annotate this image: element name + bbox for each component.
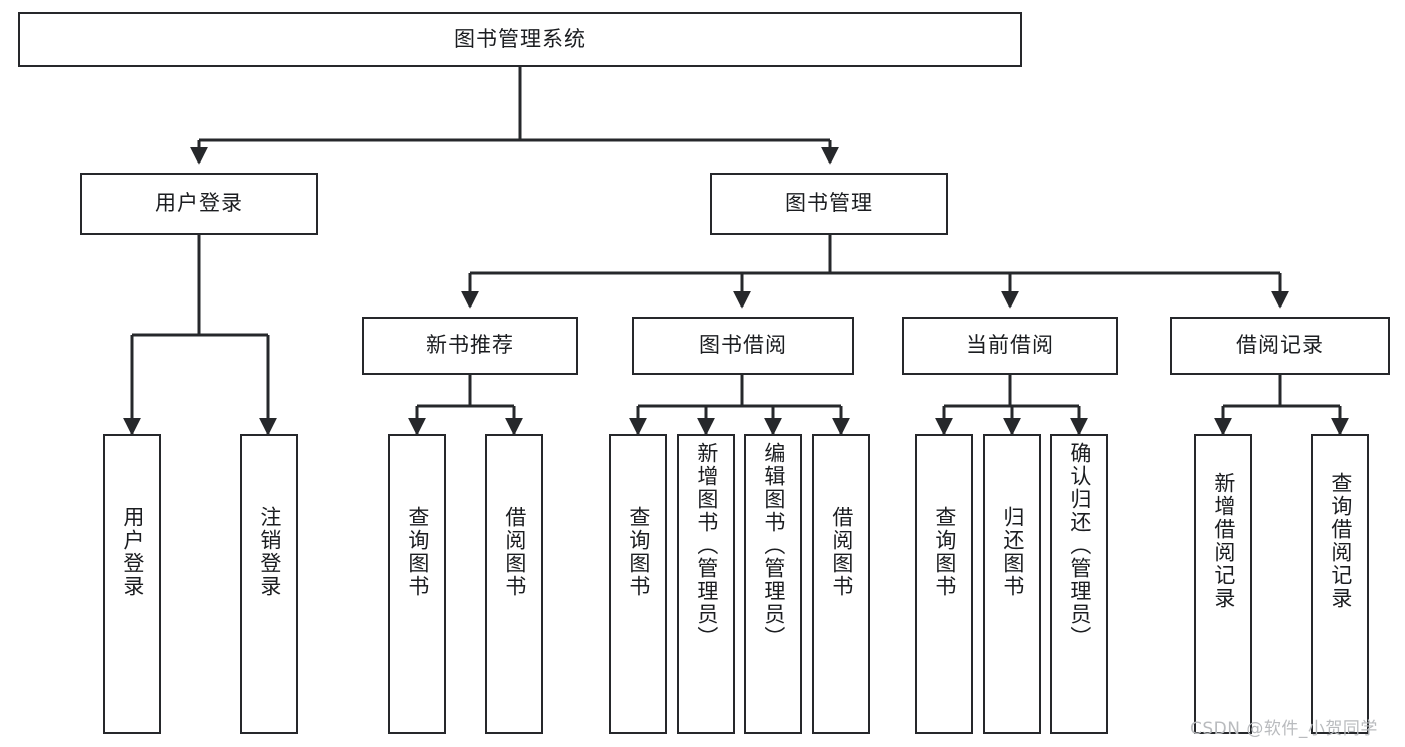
node-label: 借阅记录 <box>1236 333 1324 358</box>
node-label: 用户登录 <box>120 506 145 598</box>
node-label: 查询借阅记录 <box>1328 472 1353 610</box>
node-label: 编辑图书（管理员） <box>761 442 786 649</box>
node-label: 当前借阅 <box>966 333 1054 358</box>
node-label: 确认归还（管理员） <box>1067 442 1092 649</box>
node-label: 注销登录 <box>257 506 282 598</box>
leaf-query-book-current[interactable]: 查询图书 <box>915 434 973 734</box>
node-label: 新增图书（管理员） <box>694 442 719 649</box>
node-label: 归还图书 <box>1000 506 1025 598</box>
node-book-borrow[interactable]: 图书借阅 <box>632 317 854 375</box>
node-label: 图书管理 <box>785 191 873 216</box>
node-user-login[interactable]: 用户登录 <box>80 173 318 235</box>
node-label: 借阅图书 <box>502 506 527 598</box>
node-current-borrow[interactable]: 当前借阅 <box>902 317 1118 375</box>
leaf-query-book-recommend[interactable]: 查询图书 <box>388 434 446 734</box>
node-label: 新增借阅记录 <box>1211 472 1236 610</box>
leaf-add-book-admin[interactable]: 新增图书（管理员） <box>677 434 735 734</box>
csdn-watermark: CSDN @软件_小贺同学 <box>1190 719 1378 739</box>
leaf-query-book-borrow[interactable]: 查询图书 <box>609 434 667 734</box>
leaf-confirm-return-admin[interactable]: 确认归还（管理员） <box>1050 434 1108 734</box>
node-label: 查询图书 <box>932 506 957 598</box>
node-label: 用户登录 <box>155 191 243 216</box>
node-label: 新书推荐 <box>426 333 514 358</box>
leaf-user-login[interactable]: 用户登录 <box>103 434 161 734</box>
node-book-management[interactable]: 图书管理 <box>710 173 948 235</box>
node-label: 查询图书 <box>405 506 430 598</box>
leaf-logout[interactable]: 注销登录 <box>240 434 298 734</box>
leaf-borrow-book-recommend[interactable]: 借阅图书 <box>485 434 543 734</box>
node-label: 借阅图书 <box>829 506 854 598</box>
node-label: 查询图书 <box>626 506 651 598</box>
leaf-borrow-book[interactable]: 借阅图书 <box>812 434 870 734</box>
leaf-query-borrow-record[interactable]: 查询借阅记录 <box>1311 434 1369 734</box>
leaf-edit-book-admin[interactable]: 编辑图书（管理员） <box>744 434 802 734</box>
node-borrow-record[interactable]: 借阅记录 <box>1170 317 1390 375</box>
node-label: 图书管理系统 <box>454 26 586 51</box>
node-new-book-recommend[interactable]: 新书推荐 <box>362 317 578 375</box>
leaf-return-book[interactable]: 归还图书 <box>983 434 1041 734</box>
node-root-system[interactable]: 图书管理系统 <box>18 12 1022 67</box>
leaf-add-borrow-record[interactable]: 新增借阅记录 <box>1194 434 1252 734</box>
node-label: 图书借阅 <box>699 333 787 358</box>
